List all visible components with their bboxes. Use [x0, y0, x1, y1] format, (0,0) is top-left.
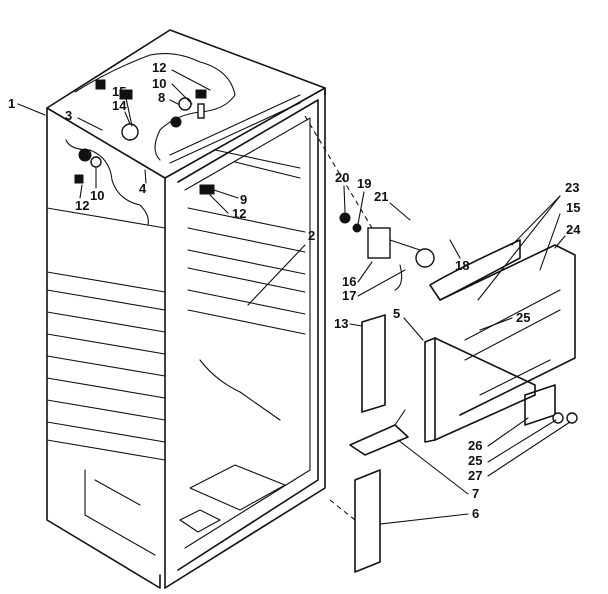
callout-23: 23	[565, 180, 579, 195]
callout-7: 7	[472, 486, 479, 501]
callout-10b: 10	[90, 188, 104, 203]
cover-6	[354, 469, 381, 573]
callout-1: 1	[8, 96, 15, 111]
callout-15b: 15	[566, 200, 580, 215]
callout-4: 4	[139, 181, 147, 196]
callout-labels: 1 2 3 4 5 6 7 8 9 10 10 12 12 12 13 14 1	[8, 60, 581, 525]
callout-25b: 25	[468, 453, 482, 468]
callout-18: 18	[455, 258, 469, 273]
callout-26: 26	[468, 438, 482, 453]
callout-12c: 12	[232, 206, 246, 221]
callout-21: 21	[374, 189, 388, 204]
callout-13: 13	[334, 316, 348, 331]
callout-12b: 12	[75, 198, 89, 213]
callout-5: 5	[393, 306, 400, 321]
front-frame	[164, 87, 326, 589]
damper-assembly	[367, 227, 435, 291]
callout-15a: 15	[112, 84, 126, 99]
callout-9: 9	[240, 192, 247, 207]
air-duct	[429, 239, 521, 301]
callout-27: 27	[468, 468, 482, 483]
callout-6: 6	[472, 506, 479, 521]
callout-17: 17	[342, 288, 356, 303]
callout-19: 19	[357, 176, 371, 191]
alignment-line	[329, 499, 356, 521]
rear-panel	[439, 244, 576, 416]
callout-24: 24	[566, 222, 581, 237]
callout-20: 20	[335, 170, 349, 185]
callout-10a: 10	[152, 76, 166, 91]
callout-8: 8	[158, 90, 165, 105]
callout-14: 14	[112, 98, 127, 113]
small-plate-26	[524, 384, 578, 426]
panel-13	[361, 314, 386, 413]
evaporator-cover	[424, 337, 536, 443]
bracket-7	[349, 409, 409, 456]
callout-12a: 12	[152, 60, 166, 75]
callout-2: 2	[308, 228, 315, 243]
callout-25a: 25	[516, 310, 530, 325]
callout-3: 3	[65, 108, 72, 123]
callout-16: 16	[342, 274, 356, 289]
